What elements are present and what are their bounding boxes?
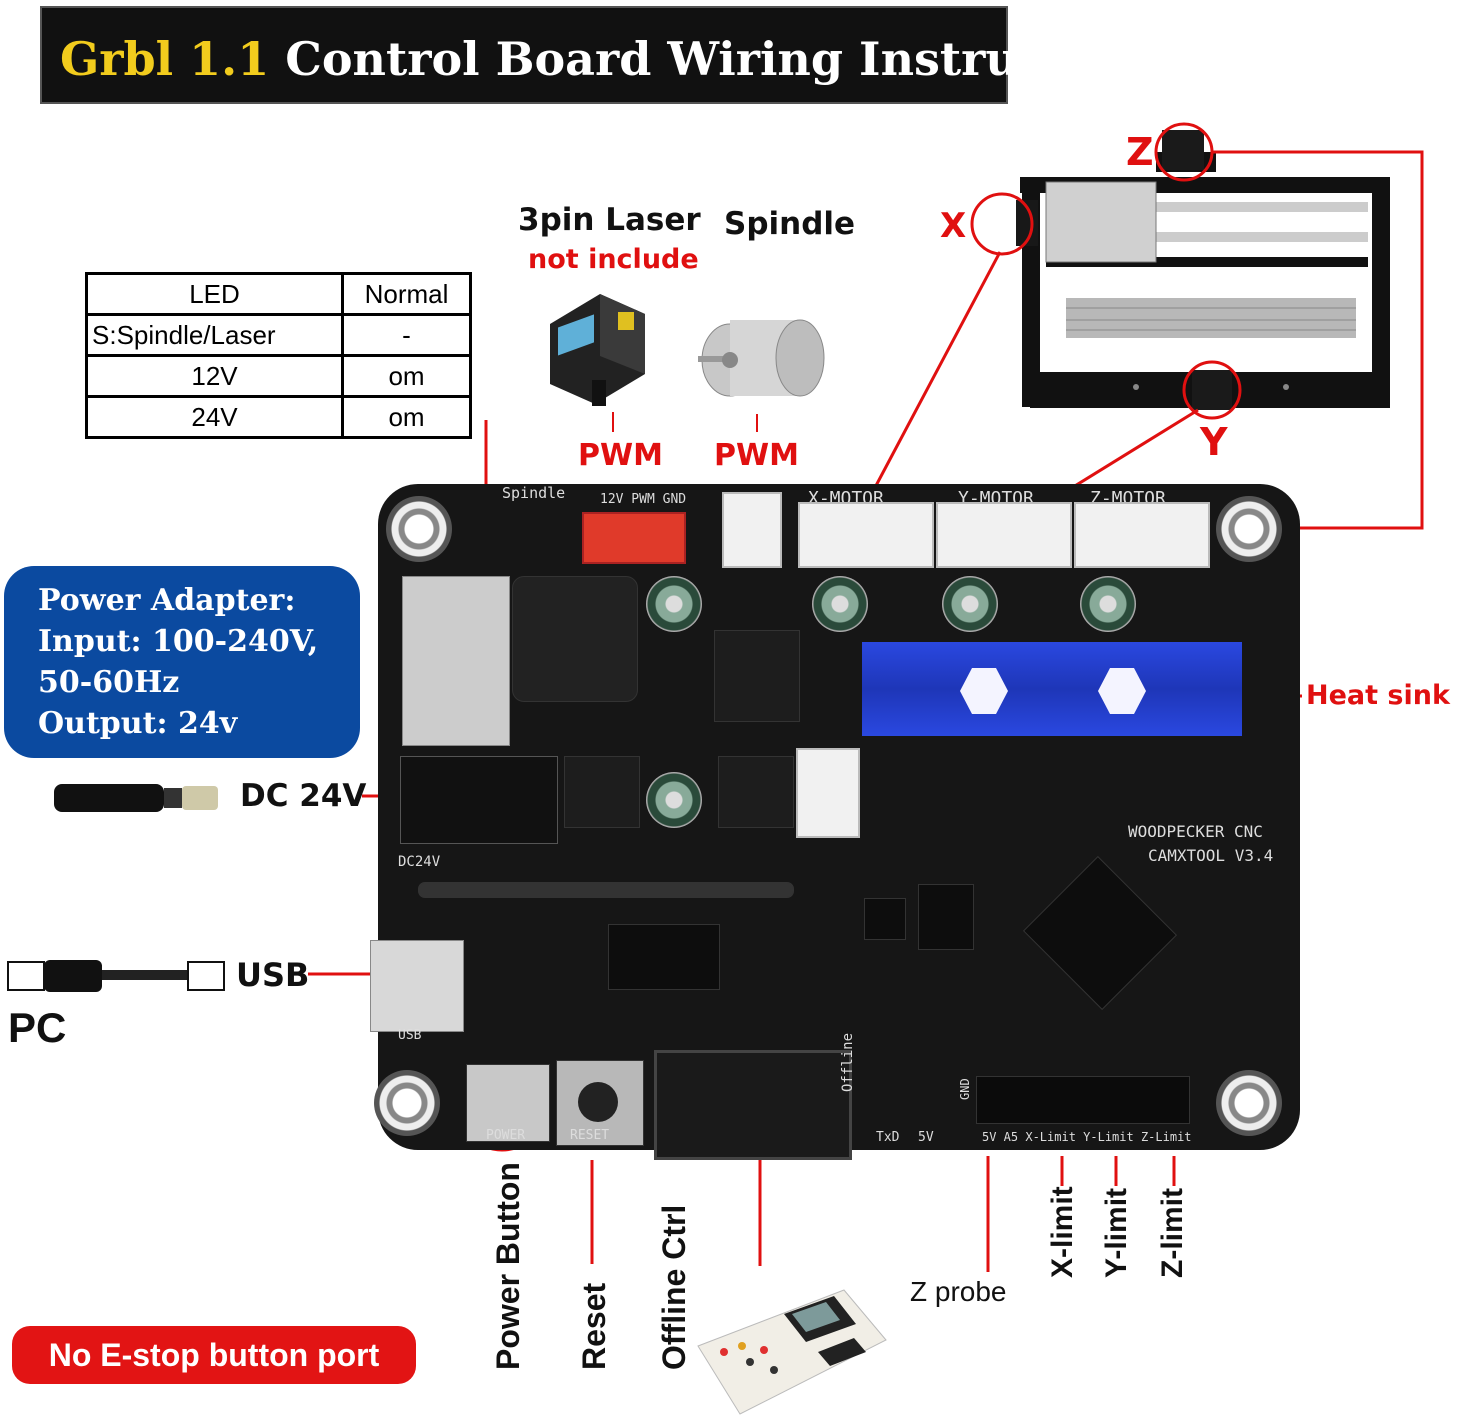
silk-5v: 5V [918,1130,934,1145]
capacitor [1080,576,1136,632]
table-header-normal: Normal [341,272,472,316]
cnc-machine-image [1016,130,1390,410]
table-row: 12V om [85,354,472,398]
limit-pin-header [976,1076,1190,1124]
silk-gnd: GND [958,1078,972,1100]
z-probe-label: Z probe [910,1276,1007,1307]
usb-cable-image [7,960,225,992]
microcontroller [1022,855,1178,1011]
spindle-motor-image [698,319,825,397]
heat-sink-screws [960,668,1146,714]
mosfet [564,756,640,828]
silk-reset: RESET [570,1128,610,1143]
capacitor [812,576,868,632]
dc-jack [400,756,558,844]
x-limit-label: X-limit [1046,1186,1079,1278]
voltage-regulator [402,576,510,746]
silk-brand-2: CAMXTOOL V3.4 [1148,846,1274,865]
mosfet [718,756,794,828]
power-adapter-line: Input: 100-240V, [38,624,319,659]
pwm-laser-label: PWM [578,438,663,473]
silk-offline: Offline [840,1032,856,1092]
silk-pin-labels: 5V A5 X-Limit Y-Limit Z-Limit [982,1130,1192,1144]
spindle-connector [722,492,782,568]
mounting-hole [1216,496,1282,562]
pc-label: PC [8,1004,67,1051]
mounting-hole [374,1070,440,1136]
mounting-hole [1216,1070,1282,1136]
table-row: 24V om [85,395,472,439]
offline-ctrl-label: Offline Ctrl [656,1204,692,1370]
power-adapter-line: Output: 24v [38,706,238,741]
estop-note: No E-stop button port [12,1326,416,1384]
offline-header [654,1050,852,1160]
heat-sink-label: Heat sink [1306,680,1450,711]
power-adapter-line: Power Adapter: [38,583,296,618]
laser-note: not include [528,244,699,275]
title-rest: Control Board Wiring Instructions [285,32,1176,86]
laser-module-image [550,294,645,406]
pwm-spindle-label: PWM [714,438,799,473]
title-highlight: Grbl 1.1 [60,32,270,86]
dc-plug-image [54,784,218,812]
table-cell: om [341,395,472,439]
table-cell: 12V [85,354,344,398]
mosfet [714,630,800,722]
table-row: S:Spindle/Laser - [85,313,472,357]
reset-knob [578,1082,618,1122]
power-adapter-line: 50-60Hz [38,665,180,700]
y-limit-label: Y-limit [1100,1187,1133,1278]
silk-txd: TxD [876,1130,900,1145]
usb-label: USB [236,956,310,994]
leader-line [756,414,758,432]
heat-sink [862,642,1242,736]
laser-label: 3pin Laser [518,202,701,238]
power-adapter-box: Power Adapter: Input: 100-240V, 50-60Hz … [4,566,360,758]
control-board: Spindle 12V PWM GND X-MOTOR Y-MOTOR Z-MO… [370,484,1300,1160]
board-slot [418,882,794,898]
white-connector [796,748,860,838]
silk-dc24v: DC24V [398,854,441,870]
chip [918,884,974,950]
title-banner: Grbl 1.1 Control Board Wiring Instructio… [40,6,1176,104]
leader-line [612,412,614,432]
x-motor-connector [798,502,934,568]
reset-label: Reset [576,1282,612,1370]
table-cell: S:Spindle/Laser [85,313,344,357]
laser-connector [582,512,686,564]
table-cell: 24V [85,395,344,439]
offline-controller-image [697,1289,887,1415]
spindle-label: Spindle [724,206,856,242]
silk-pwm-header: 12V PWM GND [600,492,687,507]
table-cell: om [341,354,472,398]
chip [864,898,906,940]
usb-port [370,940,464,1032]
axis-z-label: Z [1126,130,1154,174]
axis-y-label: Y [1200,420,1228,464]
silk-power: POWER [486,1128,526,1143]
page-title: Grbl 1.1 Control Board Wiring Instructio… [60,32,1176,86]
capacitor [646,576,702,632]
dc-label: DC 24V [240,778,367,814]
z-limit-label: Z-limit [1156,1188,1189,1278]
capacitor [942,576,998,632]
y-motor-connector [936,502,1072,568]
mounting-hole [386,496,452,562]
axis-x-label: X [940,206,967,246]
capacitor [646,772,702,828]
silk-spindle-header: Spindle [502,484,566,502]
z-motor-connector [1074,502,1210,568]
silk-brand-1: WOODPECKER CNC [1128,822,1263,841]
table-header-led: LED [85,272,344,316]
inductor [512,576,638,702]
table-row: LED Normal [85,272,472,316]
led-table: LED Normal S:Spindle/Laser - 12V om 24V … [85,272,472,439]
silk-usb: USB [398,1028,422,1043]
usb-chip [608,924,720,990]
power-button-label: Power Button [490,1162,526,1370]
table-cell: - [341,313,472,357]
power-switch [466,1064,550,1142]
